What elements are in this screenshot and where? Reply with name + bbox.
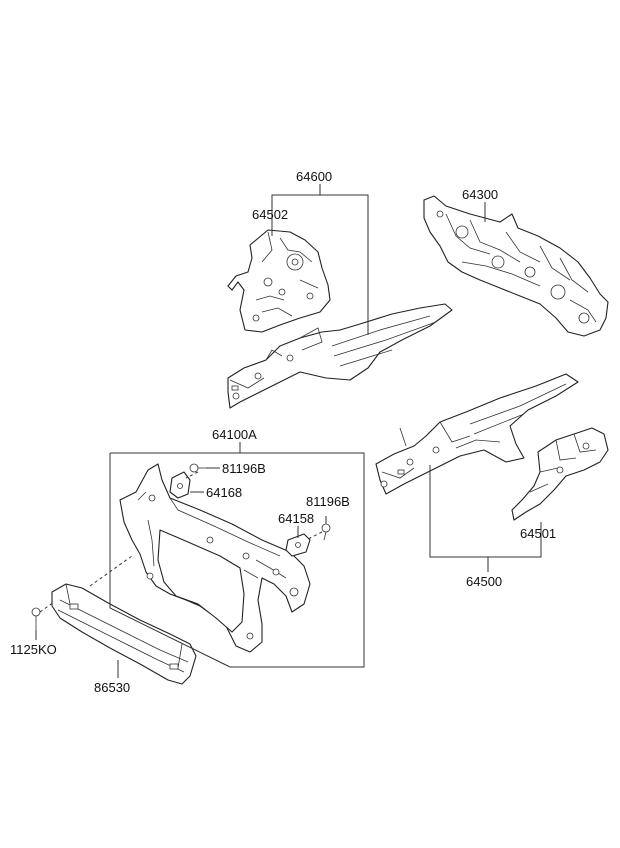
part-64168-bracket	[169, 471, 191, 499]
leader-lines	[35, 184, 542, 678]
label-81196b-right: 81196B	[306, 494, 350, 509]
label-64501: 64501	[520, 526, 556, 541]
part-64300-dash-panel	[423, 195, 609, 337]
bolt-81196b-top	[189, 463, 206, 473]
label-64600: 64600	[296, 169, 332, 184]
label-81196b-top: 81196B	[222, 461, 266, 476]
part-64501-extension	[511, 427, 609, 521]
label-64168: 64168	[206, 485, 242, 500]
part-64158-bracket	[285, 533, 311, 557]
label-86530: 86530	[94, 680, 130, 695]
bolt-1125ko	[31, 607, 41, 630]
part-labels: 64600 64502 64300 64100A 81196B 64168 81…	[10, 169, 556, 695]
label-64158: 64158	[278, 511, 314, 526]
label-64300: 64300	[462, 187, 498, 202]
bolt-81196b-right	[321, 523, 331, 541]
part-64502-panel	[227, 229, 331, 333]
label-64100a: 64100A	[212, 427, 257, 442]
label-1125ko: 1125KO	[10, 642, 57, 657]
part-64600-side-member	[227, 303, 453, 409]
part-86530-bumper-beam	[51, 583, 197, 685]
part-64500-side-member-rh	[375, 373, 579, 495]
label-64502: 64502	[252, 207, 288, 222]
part-64100a-carrier	[119, 463, 311, 653]
label-64500: 64500	[466, 574, 502, 589]
